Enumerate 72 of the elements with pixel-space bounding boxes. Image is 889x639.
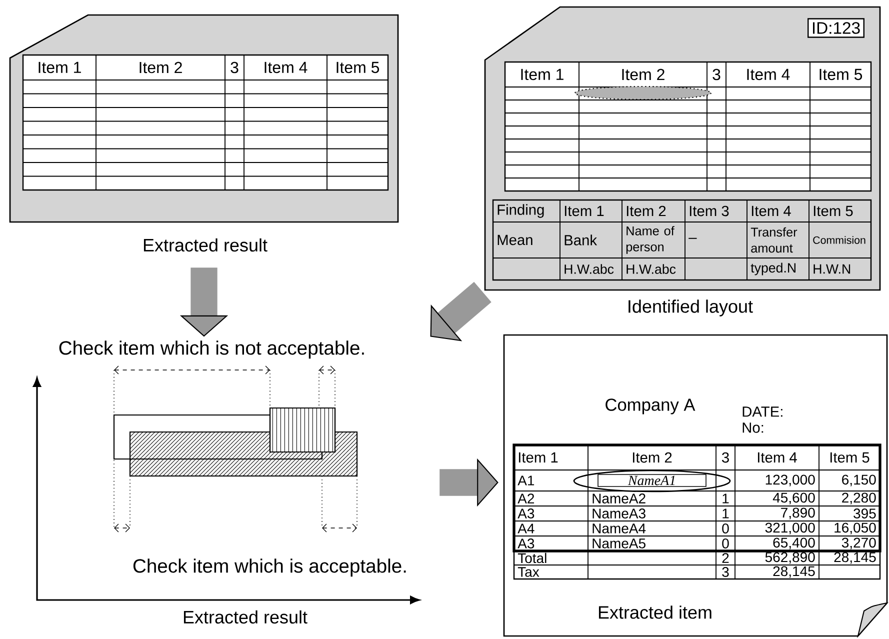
column-header: 3 [712, 68, 720, 80]
axis-label: Extracted result [184, 610, 308, 624]
id-box: ID:123 [808, 18, 864, 38]
table-value: 28,145 [834, 552, 876, 564]
column-header: Item 4 [752, 206, 791, 216]
table-value: NameA2 [592, 494, 646, 504]
table-value: 0 [722, 538, 729, 548]
table-value: 1 [722, 508, 729, 518]
table-value: NameA5 [592, 538, 646, 548]
table-value: typed.N [750, 262, 796, 276]
table-value: A3 [518, 508, 534, 518]
table-value: A2 [518, 494, 534, 504]
table-value: Transfer amount [750, 227, 798, 253]
table-value: 1 [722, 494, 729, 504]
table-value: Name of person [626, 226, 674, 254]
column-header: Item 2 [626, 206, 666, 216]
sentence: Check item which is acceptable. [133, 558, 406, 577]
column-header: Item 1 [38, 62, 81, 74]
column-header: Item 2 [140, 62, 182, 74]
table-value: 2,280 [842, 492, 876, 504]
table-value: Bank [564, 234, 598, 246]
table-value: 123,000 [766, 474, 815, 486]
table-value: 562,890 [765, 552, 815, 564]
column-header: Item 5 [814, 206, 853, 216]
table-value: A3 [518, 538, 534, 548]
table-value: H.W.abc [626, 264, 676, 274]
column-header: Item 1 [564, 206, 604, 216]
column-header: Item 2 [632, 452, 672, 463]
column-header: Item 2 [622, 68, 664, 80]
table-value: 0 [722, 524, 729, 534]
table-value: 3 [722, 567, 729, 577]
panel-label: Extracted item [598, 606, 712, 619]
table-value: 16,050 [834, 522, 876, 534]
table-value: 65,400 [773, 538, 815, 550]
sentence: Check item which is not acceptable. [59, 340, 364, 359]
table-value: H.W.abc [564, 264, 614, 274]
table-value: 395 [854, 508, 876, 518]
table-value: H.W.N [814, 264, 850, 274]
column-header: Item 3 [690, 206, 729, 216]
table-value: A4 [518, 524, 534, 534]
table-value: – [688, 238, 697, 239]
block-arrow [430, 282, 492, 342]
table-value: 45,600 [772, 492, 815, 504]
column-header: Item 4 [747, 68, 790, 80]
date-field: DATE: No: [742, 406, 782, 433]
table-value: NameA3 [592, 508, 646, 518]
table-value: Mean [498, 234, 532, 246]
table-value: NameA4 [592, 524, 646, 534]
column-header: Item 1 [521, 68, 564, 80]
column-header: Item 5 [820, 68, 862, 80]
heading: Company A [606, 398, 696, 414]
column-header: Item 5 [830, 452, 870, 463]
table-value: A1 [518, 476, 534, 486]
panel-label: Extracted result [144, 238, 268, 252]
table-value: Commision [813, 236, 866, 244]
column-header: Item 4 [758, 452, 797, 463]
column-header: Item 1 [518, 452, 558, 463]
table-value: 321,000 [765, 522, 815, 534]
table-value: Tax [518, 567, 540, 577]
table-value: 2 [722, 553, 729, 563]
table-value: 7,890 [781, 508, 815, 520]
column-header: Item 5 [336, 62, 380, 74]
column-header: 3 [230, 62, 238, 74]
panel-label: Identified layout [628, 300, 753, 316]
table-value: 3,270 [842, 538, 876, 550]
table-value: Total [518, 552, 546, 564]
table-value: 6,150 [842, 474, 876, 486]
table-value: 28,145 [773, 566, 815, 578]
column-header: Finding [498, 204, 544, 218]
column-header: 3 [722, 452, 729, 463]
table-value: NameA1 [598, 474, 706, 487]
column-header: Item 4 [264, 62, 308, 74]
